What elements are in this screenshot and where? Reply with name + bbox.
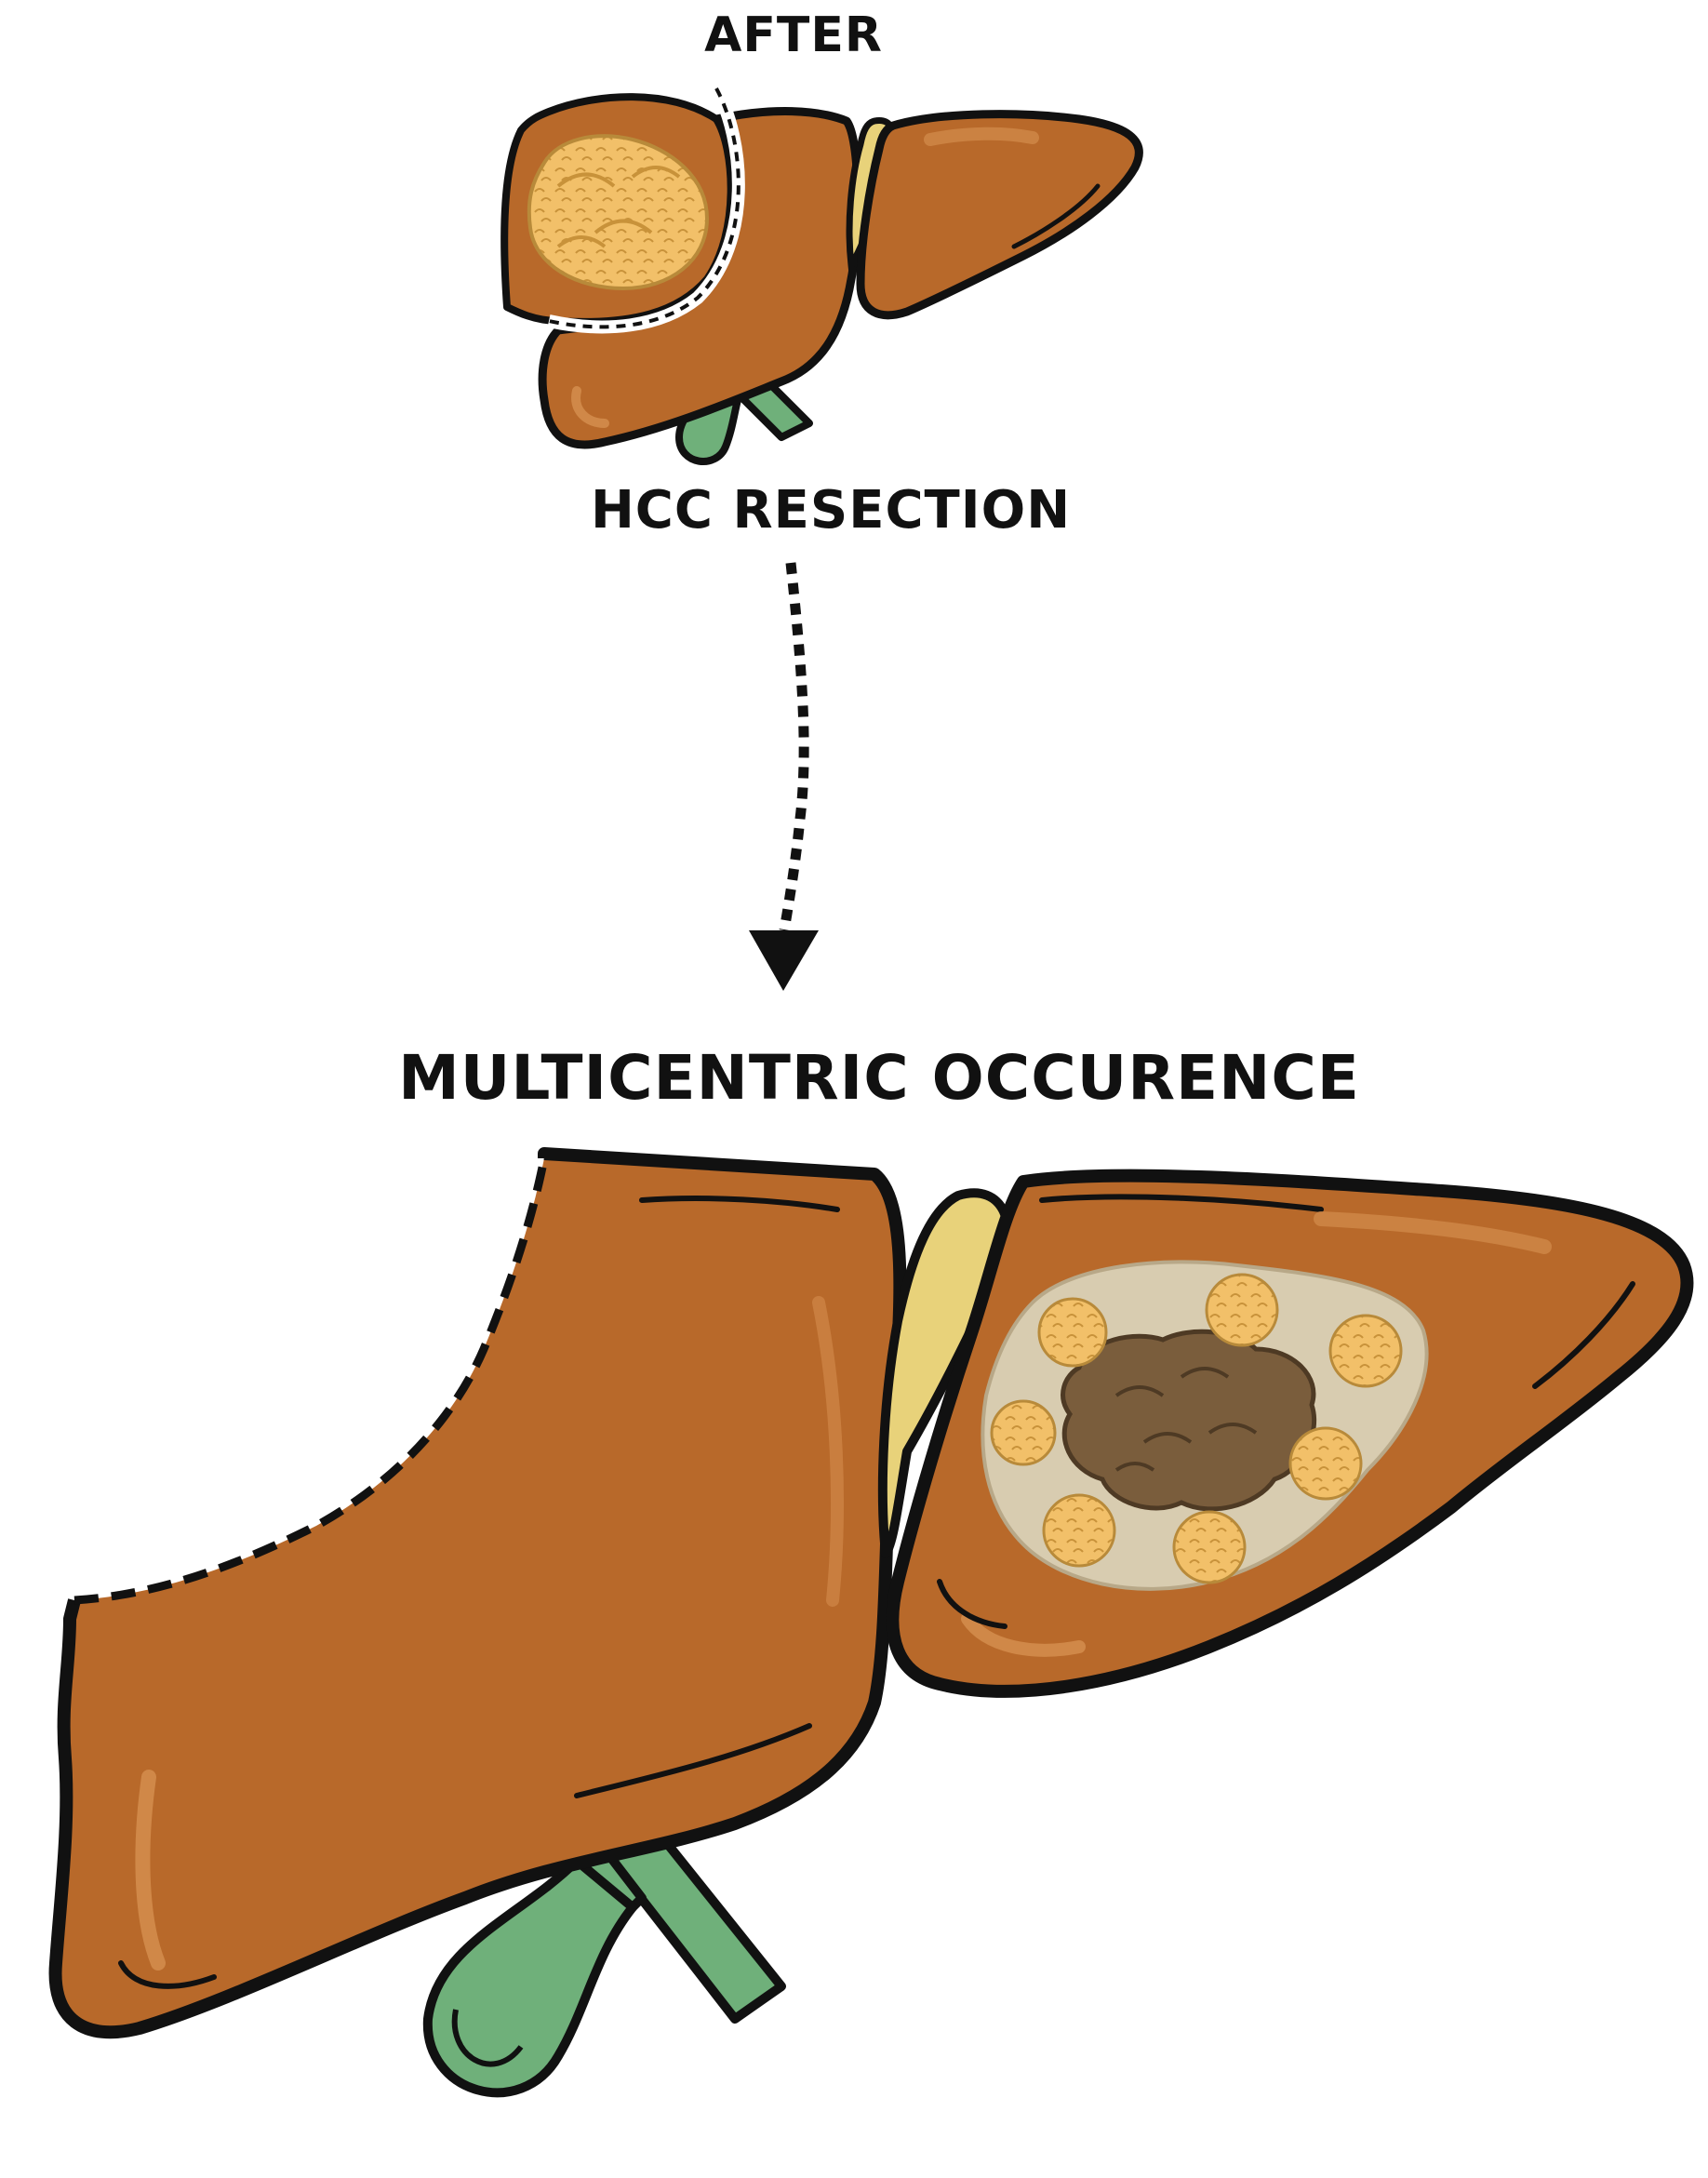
large-liver-right-lobe xyxy=(55,1158,901,2033)
satellite-nodule xyxy=(1042,1493,1116,1568)
satellite-nodule xyxy=(1205,1273,1279,1347)
label-multicentric-occurence: MULTICENTRIC OCCURENCE xyxy=(398,1042,1360,1114)
large-gallbladder xyxy=(422,1819,786,2098)
small-liver xyxy=(500,85,1143,465)
satellite-nodule xyxy=(1172,1510,1247,1584)
small-liver-tumor xyxy=(527,134,710,291)
label-hcc-resection: HCC RESECTION xyxy=(590,480,1072,541)
label-after: AFTER xyxy=(704,7,883,63)
satellite-nodule xyxy=(990,1399,1057,1466)
multicentric-tumor-cluster xyxy=(981,1260,1429,1591)
satellite-nodule xyxy=(1288,1426,1363,1501)
satellite-nodule xyxy=(1037,1297,1108,1368)
small-liver-left-lobe xyxy=(856,110,1143,320)
large-liver xyxy=(48,1147,1694,2098)
satellite-nodule xyxy=(1328,1314,1403,1388)
dotted-down-arrow-icon xyxy=(749,562,819,991)
satellite-nodules xyxy=(990,1273,1403,1584)
